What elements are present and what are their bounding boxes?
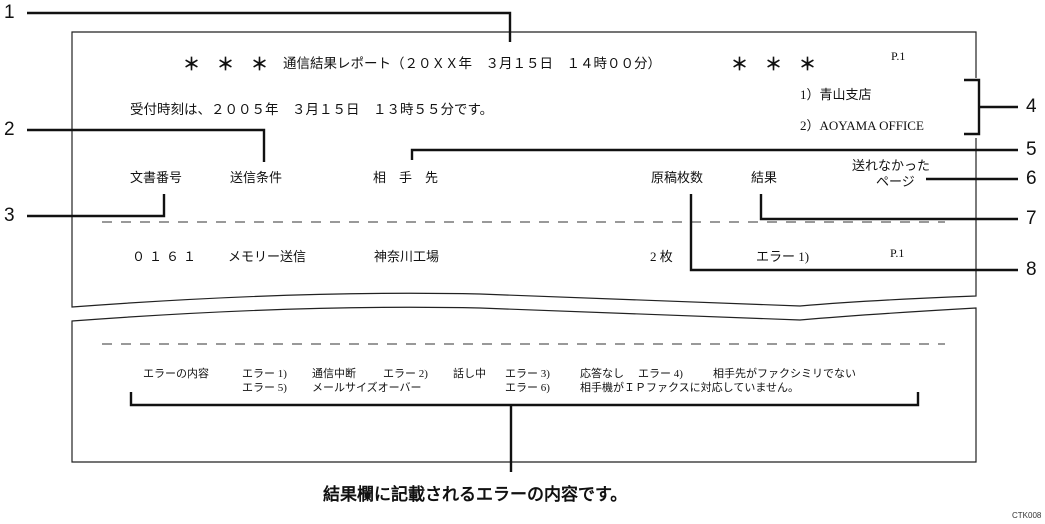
- error-6-code: エラー 6): [505, 382, 550, 394]
- row-unsent-pages: P.1: [890, 246, 905, 260]
- callout-7: 7: [1026, 208, 1037, 229]
- error-5-code: エラー 5): [242, 382, 287, 394]
- column-header-unsent-line1: 送れなかった: [852, 158, 931, 173]
- row-doc-number: ０１６１: [132, 249, 201, 264]
- error-legend-label: エラーの内容: [143, 368, 209, 380]
- sender-name-2: 2）AOYAMA OFFICE: [800, 118, 924, 133]
- column-header-page-count: 原稿枚数: [651, 170, 704, 185]
- error-1-text: 通信中断: [312, 368, 356, 380]
- row-send-condition: メモリー送信: [228, 249, 307, 264]
- error-4-code: エラー 4): [638, 368, 683, 380]
- error-6-text: 相手機がＩＰファクスに対応していません。: [580, 382, 800, 394]
- column-header-doc-number: 文書番号: [130, 170, 183, 185]
- callout-2: 2: [4, 119, 15, 140]
- callout-5: 5: [1026, 139, 1037, 160]
- header-stars-left: ＊ ＊ ＊: [183, 55, 268, 75]
- figure-caption: 結果欄に記載されるエラーの内容です。: [323, 485, 628, 505]
- report-top-border: [71, 31, 977, 308]
- callout-6: 6: [1026, 168, 1037, 189]
- error-2-code: エラー 2): [383, 368, 428, 380]
- row-result: エラー 1): [756, 249, 810, 264]
- error-4-text: 相手先がファクシミリでない: [713, 368, 856, 380]
- report-title: 通信結果レポート（２０ＸＸ年 ３月１５日 １４時００分）: [283, 56, 661, 71]
- report-bottom-border: [71, 306, 977, 463]
- error-5-text: メールサイズオーバー: [312, 382, 422, 394]
- header-page-number: P.1: [891, 49, 906, 63]
- sender-name-1: 1）青山支店: [800, 87, 872, 102]
- figure-code: CTK008: [1012, 511, 1042, 520]
- received-time: 受付時刻は、２００５年 ３月１５日 １３時５５分です。: [130, 102, 494, 117]
- column-header-send-condition: 送信条件: [230, 170, 283, 185]
- row-page-count: 2 枚: [650, 249, 673, 264]
- error-1-code: エラー 1): [242, 368, 287, 380]
- column-header-result: 結果: [751, 170, 778, 185]
- error-3-text: 応答なし: [580, 368, 624, 380]
- error-3-code: エラー 3): [505, 368, 550, 380]
- header-stars-right: ＊ ＊ ＊: [731, 55, 816, 75]
- row-destination: 神奈川工場: [374, 249, 440, 264]
- column-header-destination: 相 手 先: [373, 170, 439, 185]
- callout-4: 4: [1026, 96, 1037, 117]
- column-header-unsent-line2: ページ: [876, 174, 915, 189]
- callout-3: 3: [4, 205, 15, 226]
- callout-8: 8: [1026, 259, 1037, 280]
- callout-1: 1: [4, 2, 15, 23]
- error-2-text: 話し中: [453, 368, 486, 380]
